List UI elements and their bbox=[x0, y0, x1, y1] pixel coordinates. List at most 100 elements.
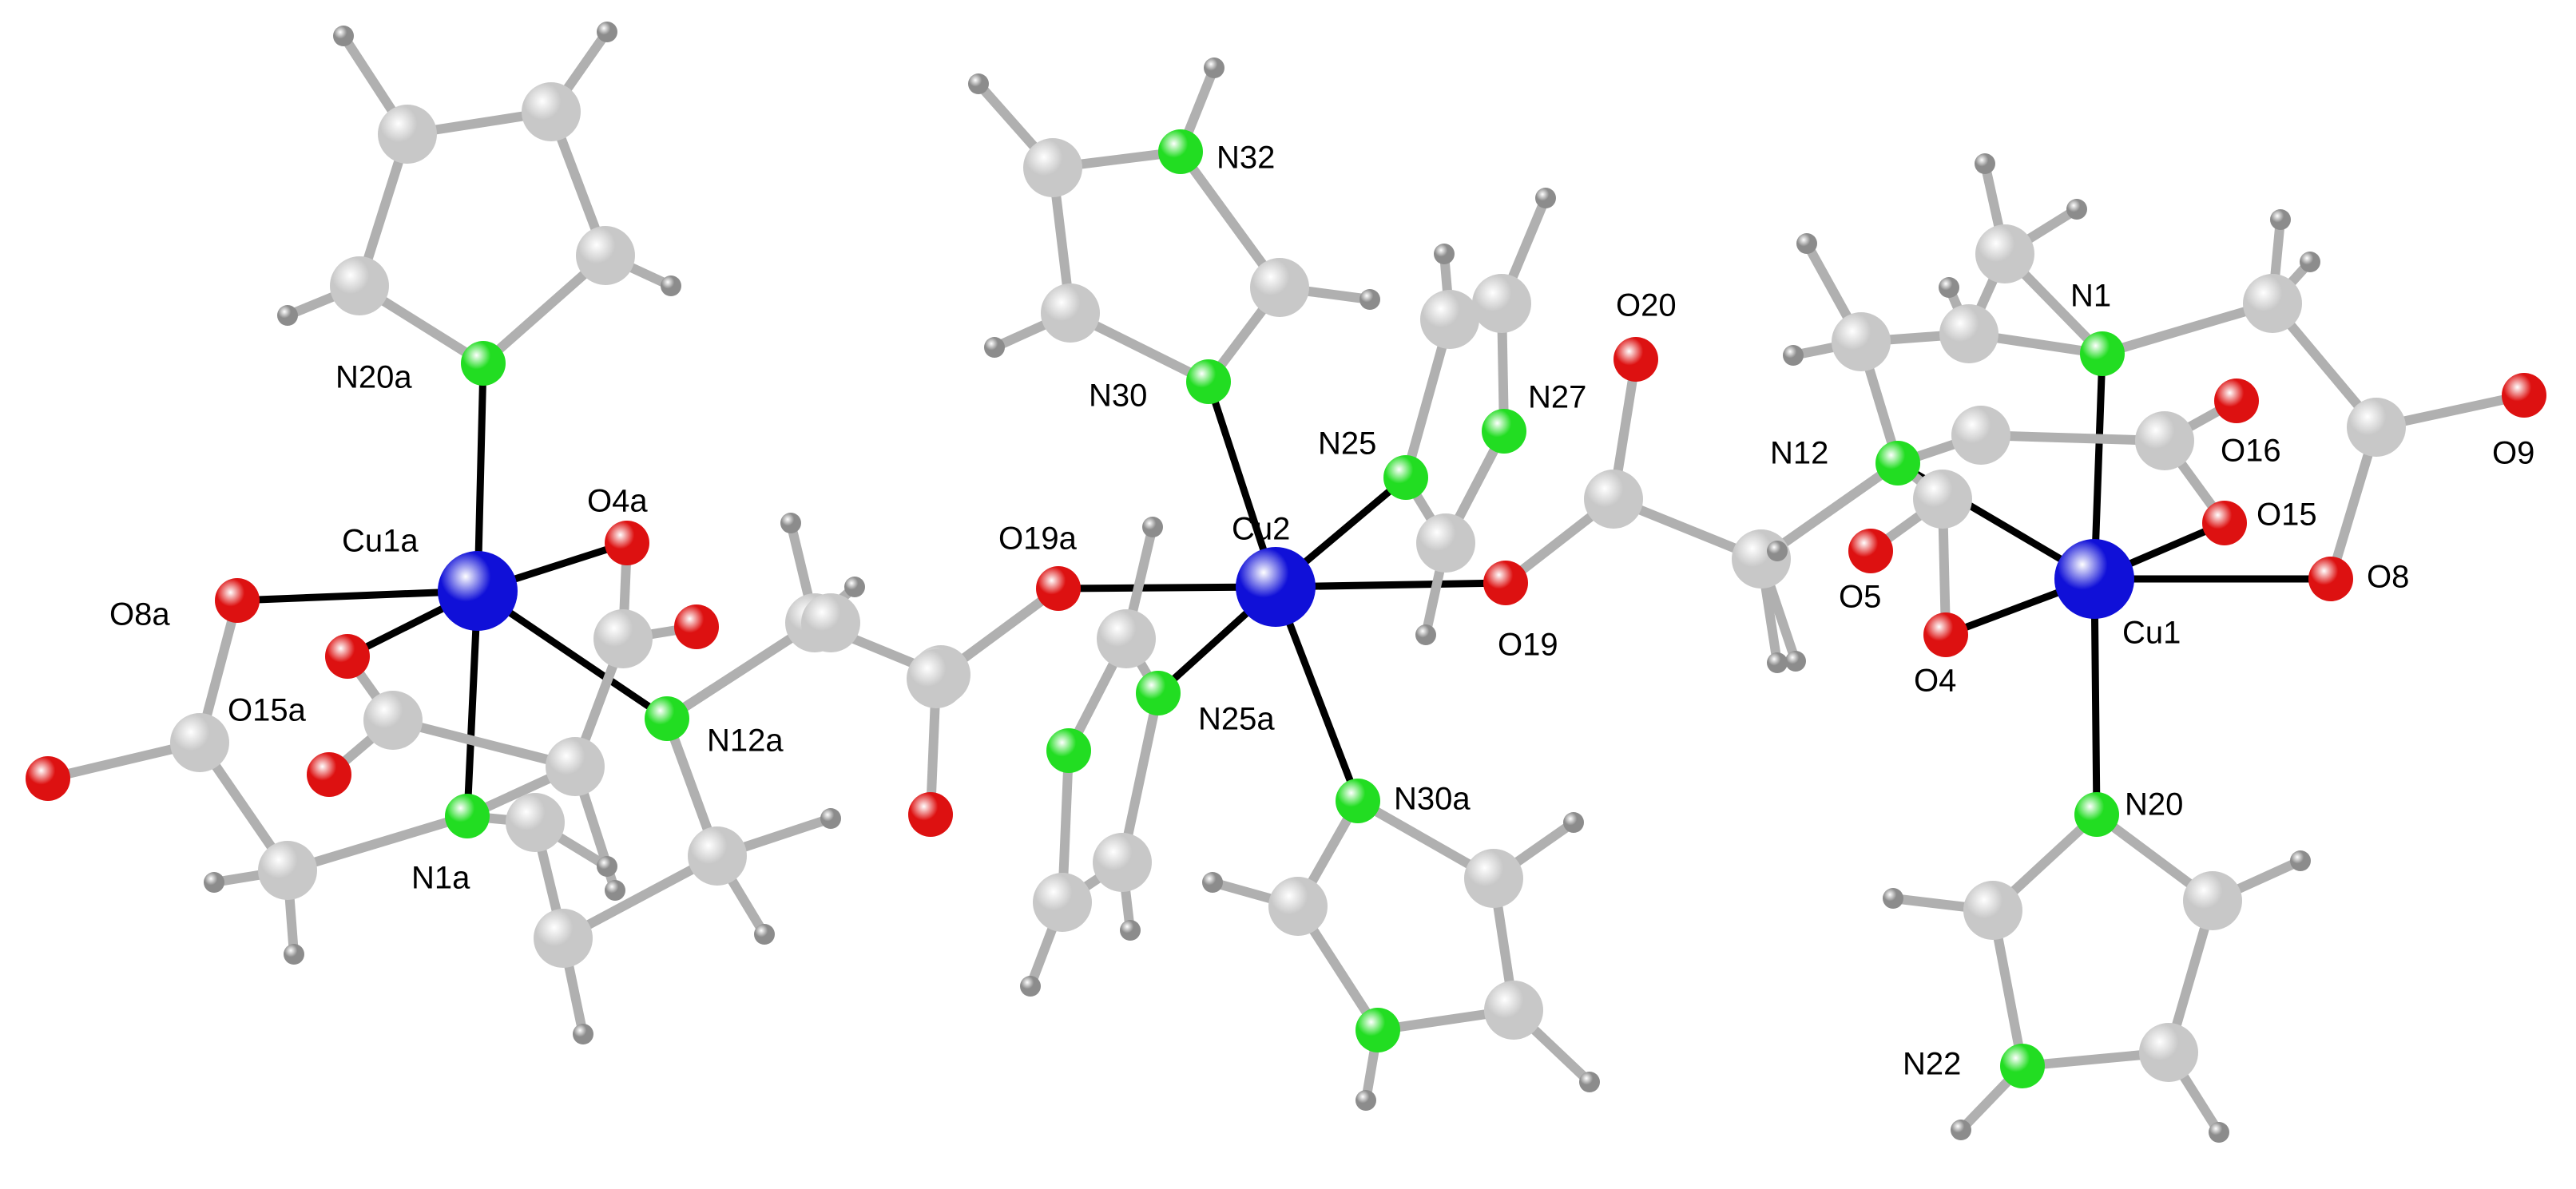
atom-n29a bbox=[1355, 1008, 1400, 1052]
atom-label-n27: N27 bbox=[1528, 380, 1586, 415]
atom-label-o20: O20 bbox=[1616, 288, 1677, 323]
atom-lm2 bbox=[1041, 283, 1100, 343]
atom-hm4 bbox=[1359, 289, 1380, 310]
atom-label-o19: O19 bbox=[1498, 628, 1558, 663]
atom-o16 bbox=[2214, 378, 2259, 423]
atom-label-o15: O15 bbox=[2256, 497, 2317, 533]
atom-o19 bbox=[1483, 561, 1528, 605]
atom-n20 bbox=[2074, 792, 2119, 837]
atom-lr2 bbox=[1975, 224, 2034, 283]
atom-layer bbox=[26, 22, 2546, 1143]
atom-n25 bbox=[1383, 455, 1428, 500]
atom-label-n12a: N12a bbox=[707, 723, 784, 759]
atom-label-o9: O9 bbox=[2492, 436, 2534, 471]
bond-Lr3-Lr4 bbox=[1976, 430, 2169, 446]
bond-N1-Lr6 bbox=[2098, 299, 2277, 359]
atom-oa1 bbox=[674, 604, 719, 649]
atom-hr6 bbox=[2300, 252, 2320, 272]
atom-label-n30a: N30a bbox=[1394, 782, 1471, 817]
atom-la10 bbox=[506, 793, 565, 852]
atom-la8 bbox=[170, 713, 229, 772]
atom-hm2 bbox=[1204, 57, 1224, 78]
atom-n20a bbox=[461, 341, 506, 386]
atom-cu1 bbox=[2054, 539, 2134, 619]
atom-n22 bbox=[2000, 1044, 2045, 1088]
atom-om1 bbox=[908, 792, 953, 837]
atom-label-o19a: O19a bbox=[998, 521, 1078, 557]
atom-hr4 bbox=[2066, 199, 2087, 220]
atom-hr7 bbox=[1767, 652, 1788, 673]
atom-n1 bbox=[2080, 331, 2125, 376]
atom-n32 bbox=[1158, 129, 1203, 174]
atom-o4a bbox=[605, 521, 649, 565]
atom-label-o15a: O15a bbox=[228, 693, 307, 728]
atom-hm9 bbox=[1020, 976, 1041, 997]
atom-ha13 bbox=[605, 880, 625, 901]
atom-label-n25: N25 bbox=[1318, 426, 1376, 462]
atom-n12a bbox=[645, 696, 689, 741]
atom-ha12 bbox=[597, 856, 617, 877]
atom-hm13 bbox=[1579, 1072, 1600, 1092]
atom-label-n32: N32 bbox=[1217, 141, 1275, 176]
atom-label-cu2: Cu2 bbox=[1232, 512, 1290, 547]
atom-hr13 bbox=[2209, 1122, 2229, 1143]
atom-ha4 bbox=[277, 305, 298, 326]
atom-lm13 bbox=[1093, 833, 1152, 892]
atom-hm3 bbox=[984, 337, 1005, 358]
atom-ha9 bbox=[573, 1024, 593, 1044]
atom-lm11 bbox=[1097, 609, 1156, 668]
atom-n1a bbox=[445, 794, 490, 838]
atom-o9 bbox=[2502, 373, 2546, 418]
atom-lr5 bbox=[1913, 470, 1972, 529]
atom-label-n1: N1 bbox=[2070, 279, 2111, 314]
atom-hr5 bbox=[2270, 209, 2291, 230]
atom-label-n25a: N25a bbox=[1198, 702, 1275, 737]
atom-hm14 bbox=[1355, 1090, 1376, 1111]
atom-la11 bbox=[534, 909, 593, 968]
atom-lm15 bbox=[1464, 849, 1523, 908]
atom-label-o4: O4 bbox=[1914, 664, 1956, 699]
atom-o8a bbox=[215, 578, 260, 623]
atom-hr3 bbox=[1975, 153, 1995, 174]
atom-lr9 bbox=[1963, 881, 2022, 940]
atom-n27 bbox=[1482, 409, 1526, 454]
atom-ha10 bbox=[754, 924, 775, 945]
atom-lr4 bbox=[2135, 411, 2194, 470]
atom-hm1 bbox=[968, 73, 989, 94]
atom-ha2 bbox=[597, 22, 617, 42]
atom-hm6 bbox=[1535, 188, 1556, 208]
atom-hr9 bbox=[1939, 277, 1959, 298]
atom-lr11 bbox=[2139, 1023, 2198, 1082]
atom-ha6 bbox=[844, 577, 865, 597]
atom-lr6 bbox=[2243, 274, 2302, 333]
atom-lr10 bbox=[2183, 871, 2242, 930]
atom-label-n22: N22 bbox=[1903, 1047, 1961, 1082]
atom-ha11 bbox=[820, 808, 841, 829]
atom-la4 bbox=[330, 256, 389, 315]
atom-ha5 bbox=[780, 513, 801, 533]
atom-label-o8a: O8a bbox=[109, 597, 170, 632]
atom-lm14 bbox=[1268, 877, 1328, 936]
atom-cu2 bbox=[1236, 547, 1316, 627]
atom-hm12 bbox=[1563, 812, 1584, 833]
atom-label-n30: N30 bbox=[1089, 378, 1147, 414]
atom-label-o16: O16 bbox=[2221, 434, 2281, 469]
atom-o20 bbox=[1613, 337, 1658, 382]
atom-label-cu1: Cu1 bbox=[2122, 616, 2181, 651]
atom-la7 bbox=[546, 737, 605, 796]
atom-hr10 bbox=[1883, 888, 1903, 909]
atom-n30 bbox=[1186, 359, 1231, 404]
atom-hr12 bbox=[1951, 1120, 1971, 1140]
bond-La9-N1a bbox=[283, 811, 472, 875]
atom-hm8 bbox=[1142, 517, 1163, 537]
atom-la12 bbox=[688, 826, 747, 886]
atom-lm9 bbox=[907, 649, 966, 708]
atom-label-n20a: N20a bbox=[335, 360, 412, 395]
atom-o5 bbox=[1848, 529, 1893, 573]
atom-n12 bbox=[1875, 441, 1920, 486]
atom-la2 bbox=[522, 82, 581, 141]
atom-hr2 bbox=[1783, 345, 1804, 366]
atom-lm16 bbox=[1484, 981, 1543, 1040]
atom-o4 bbox=[1923, 612, 1968, 657]
